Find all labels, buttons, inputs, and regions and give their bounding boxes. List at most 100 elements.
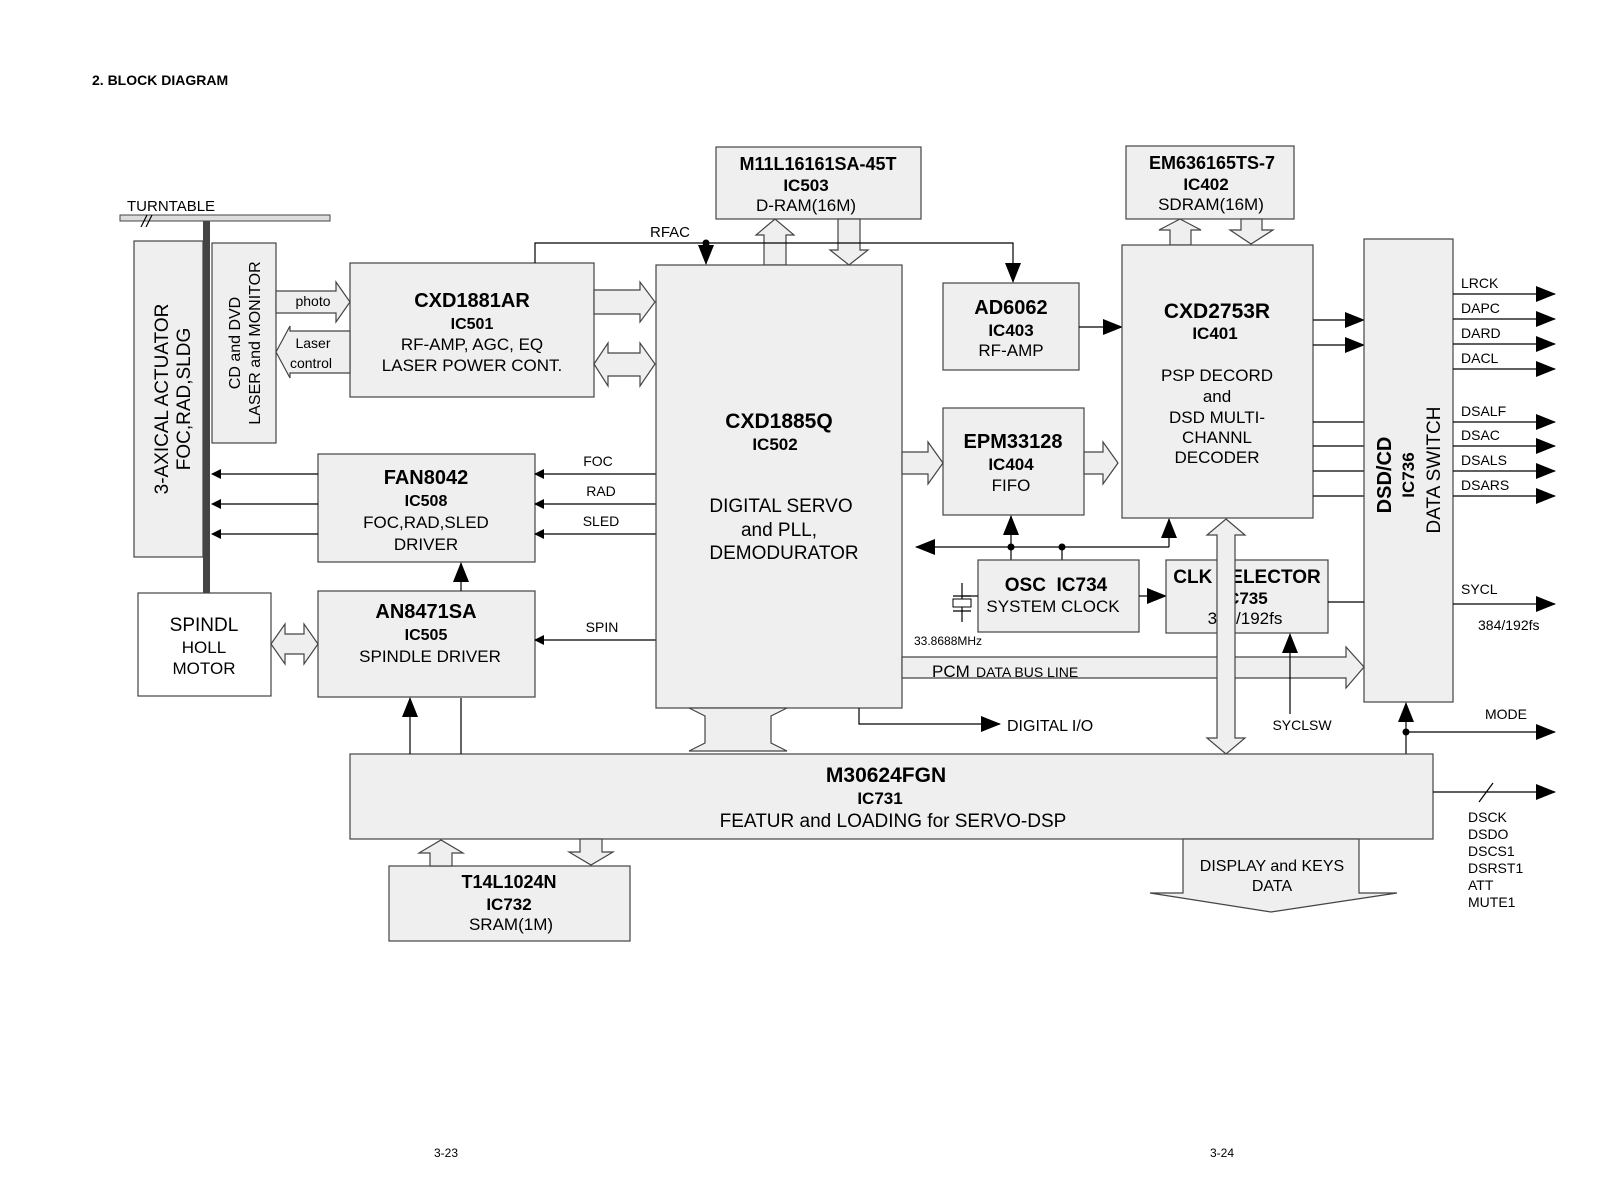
ic403-function: RF-AMP [978,341,1043,360]
ic736-block: DSD/CD IC736 DATA SWITCH [1363,238,1454,703]
ic508-function-1: FOC,RAD,SLED [363,513,489,532]
rfac-junction [702,239,710,247]
ic401-ic731-bus-arrow [1205,518,1247,755]
ic731-to-ic732-arrow [566,838,616,866]
display-keys-arrow [1149,838,1398,913]
ic502-part: CXD1885Q [725,410,832,433]
ic731-part: M30624FGN [826,764,946,787]
ic502-ic731-bus-arrow [688,707,788,752]
laser-control-arrow [275,325,351,379]
ic503-ref: IC503 [783,176,828,195]
ic731-function: FEATUR and LOADING for SERVO-DSP [720,811,1067,832]
ic401-to-ic402-arrow [1158,218,1202,246]
ic501-block: CXD1881AR IC501 RF-AMP, AGC, EQ LASER PO… [349,262,595,398]
data-bus-label: DATA BUS LINE [976,664,1078,680]
ic404-to-ic401-arrow [1083,440,1119,486]
spindle-motor-label: SPINDL [170,615,239,636]
mode-junction [1402,728,1410,736]
ic402-ref: IC402 [1183,175,1228,194]
ic501-function-1: RF-AMP, AGC, EQ [401,335,543,354]
ic508-part: FAN8042 [384,467,469,489]
ic734-part: OSC IC734 [1005,575,1108,596]
ic401-function-5: DECODER [1174,448,1259,467]
laser-monitor-block: CD and DVD LASER and MONITOR [211,242,277,444]
ic402-block: EM636165TS-7 IC402 SDRAM(16M) [1125,145,1295,220]
pcm-label: PCM [932,662,970,681]
ic732-part: T14L1024N [461,872,556,892]
rfac-line [534,242,1021,283]
display-label-1: DISPLAY and KEYS [1200,858,1344,875]
ic404-block: EPM33128 IC404 FIFO [942,407,1085,516]
output-label-dsac: DSAC [1461,427,1500,443]
control-signal-dsdo: DSDO [1468,826,1509,842]
output-label-dsalf: DSALF [1461,403,1506,419]
control-signal-att: ATT [1468,877,1494,893]
sled-label: SLED [583,513,620,529]
photo-arrow [275,280,351,324]
ic732-ref: IC732 [486,895,531,914]
ic502-to-ic404-arrow [901,440,944,486]
ic401-part: CXD2753R [1164,300,1270,323]
ic731-block: M30624FGN IC731 FEATUR and LOADING for S… [349,753,1434,840]
output-label-dsals: DSALS [1461,452,1507,468]
mode-label: MODE [1485,706,1527,722]
spindle-motor-label-3: MOTOR [173,659,236,678]
ic401-function-1: PSP DECORD [1161,366,1273,385]
rad-label: RAD [586,483,616,499]
ic503-function: D-RAM(16M) [756,196,856,215]
spindle-motor-label-2: HOLL [182,638,226,657]
ic403-part: AD6062 [974,297,1047,319]
ic502-block: CXD1885Q IC502 DIGITAL SERVO and PLL, DE… [655,264,903,709]
spin-label: SPIN [586,619,619,635]
ic732-to-ic731-arrow [416,839,466,867]
control-signal-dsck: DSCK [1468,809,1508,825]
laser-sublabel: LASER and MONITOR [247,261,264,424]
syclsw-label: SYCLSW [1272,717,1332,733]
ic403-ref: IC403 [988,321,1033,340]
ic734-function: SYSTEM CLOCK [986,597,1120,616]
actuator-label: 3-AXICAL ACTUATOR [152,304,173,495]
ic732-function: SRAM(1M) [469,915,553,934]
output-label-dapc: DAPC [1461,300,1500,316]
ic501-part: CXD1881AR [414,290,530,312]
laser-label: CD and DVD [227,297,244,389]
ic736-function: DATA SWITCH [1424,406,1445,533]
ic502-function-1: DIGITAL SERVO [709,496,852,517]
ic736-ref: IC736 [1399,452,1418,497]
spindle-motor-block: SPINDL HOLL MOTOR [137,592,272,697]
control-label-text: control [290,355,332,371]
ic401-function-2: and [1203,387,1231,406]
crystal-icon [952,583,978,622]
ic401-function-3: DSD MULTI- [1169,408,1265,427]
motor-ic505-bidir-arrow [270,622,319,666]
ic402-part: EM636165TS-7 [1149,153,1275,173]
ic401-function-4: CHANNL [1182,428,1252,447]
ic735-block: CLK SELECTOR IC735 384/192fs [1165,559,1329,634]
ic403-block: AD6062 IC403 RF-AMP [942,282,1080,371]
ic505-function: SPINDLE DRIVER [359,647,501,666]
ic401-block: CXD2753R IC401 PSP DECORD and DSD MULTI-… [1121,244,1314,519]
control-signal-mute1: MUTE1 [1468,894,1516,910]
ic402-function: SDRAM(16M) [1158,195,1264,214]
sycl-label: SYCL [1461,581,1498,597]
ic503-part: M11L16161SA-45T [739,154,896,174]
ic736-label-1: DSD/CD [1374,437,1396,514]
ic508-ref: IC508 [405,493,448,510]
ic501-to-ic502-arrow [593,280,656,324]
ic508-function-2: DRIVER [394,535,458,554]
output-label-dsars: DSARS [1461,477,1509,493]
ic501-ic502-bidir-arrow [593,341,656,389]
display-label-2: DATA [1252,878,1293,895]
osc-frequency: 33.8688MHz [914,634,982,648]
ic735-part: CLK SELECTOR [1173,567,1321,588]
actuator-sublabel: FOC,RAD,SLDG [174,328,195,471]
ic501-ref: IC501 [451,316,494,333]
ic505-part: AN8471SA [375,601,476,623]
foc-label: FOC [583,453,613,469]
output-label-dard: DARD [1461,325,1501,341]
ic503-block: M11L16161SA-45T IC503 D-RAM(16M) [715,146,922,220]
ic404-ref: IC404 [988,455,1034,474]
turntable-marker [140,214,148,228]
